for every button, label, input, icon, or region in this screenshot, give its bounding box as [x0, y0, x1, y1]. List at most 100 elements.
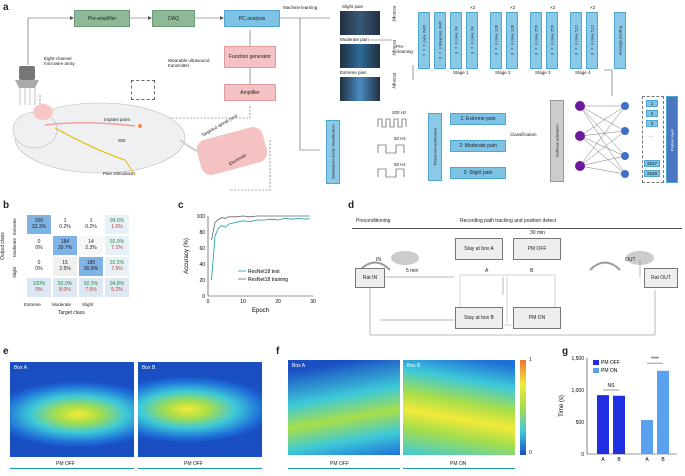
y-tick-label: 20	[199, 278, 205, 284]
transmitter-marker	[131, 80, 155, 100]
conv-layer: 3 × 3 conv, 128	[490, 12, 502, 69]
x-tick-label: 20	[275, 299, 281, 305]
conv-layer: 3 × 3 conv, 64	[450, 12, 462, 69]
legend-swatch	[593, 368, 599, 373]
heatmap-f-box-a: Box A	[288, 360, 400, 455]
cm-col-label: Moderate	[52, 302, 72, 307]
annotation-sig: ****	[651, 357, 659, 363]
function-generator-box: Function generator	[224, 46, 276, 68]
flatten-layer: Flatten layer	[666, 96, 678, 183]
heatmap-box-b-label: Box B	[142, 365, 156, 371]
cm-col-label: Slight	[82, 302, 94, 307]
panel-a-label: a	[3, 2, 9, 13]
cm-cell: 92.0%8.0%	[52, 277, 78, 298]
f-bracket-b	[403, 468, 515, 469]
bar	[657, 370, 669, 454]
protocol-illustration	[359, 251, 656, 336]
precond-label: Preconditioning	[356, 218, 391, 224]
implant-label: Implant point	[104, 117, 130, 122]
x-axis-label: Epoch	[252, 308, 269, 314]
heatmap-f-box-a-label: Box A	[292, 363, 306, 369]
pm-off-box: PM OFF	[513, 238, 561, 260]
y-tick-label: 500	[576, 420, 585, 426]
spectro-title-moderate: Moderate pain	[340, 37, 369, 42]
heatmap-box-b: Box B	[138, 362, 262, 457]
x-tick-label: A	[645, 457, 649, 463]
freq-label: 50 Hz	[394, 162, 406, 167]
bar	[597, 395, 609, 454]
conv-layer: 3 × 3 conv, 256	[530, 12, 542, 69]
daq-box: DAQ	[152, 10, 195, 27]
flatten-node: 1	[646, 100, 658, 107]
heatmap-box-a: Box A	[10, 362, 134, 457]
panel-d-label: d	[348, 200, 355, 211]
pain-stim-label: Pain stimulation	[103, 171, 135, 176]
y-tick-label: 1,000	[571, 388, 584, 394]
y-tick-label: 100	[197, 214, 206, 220]
entropy-label-1: Entropy	[392, 6, 397, 22]
sni-label: SNI	[118, 138, 126, 143]
legend-label: PM OFF	[601, 360, 620, 366]
flatten-node: 2047	[644, 160, 660, 167]
entropy-label-2: Entropy	[392, 40, 397, 56]
panel-g-label: g	[562, 346, 569, 357]
freq-label: 50 Hz	[394, 136, 406, 141]
stage-label: Stage 3	[535, 70, 551, 75]
colorbar-min: 0	[529, 450, 532, 456]
cm-ylabel: Output class	[0, 232, 6, 260]
cm-xlabel: Target class	[58, 310, 85, 316]
pulse-waveforms	[377, 118, 407, 178]
conv-layer: 3 × 3 conv, 512	[570, 12, 582, 69]
y-tick-label: 0	[202, 294, 205, 300]
cm-row-label: Extreme	[12, 218, 17, 235]
amplifier-box: Amplifier	[224, 84, 276, 101]
y-tick-label: 60	[199, 246, 205, 252]
timeline	[352, 228, 682, 247]
flatten-ellipsis: ...	[649, 133, 653, 138]
cm-col-label: Extreme	[24, 302, 41, 307]
panel-e-label: e	[3, 346, 9, 357]
classification-label: Classification	[510, 132, 537, 137]
neural-net-graph	[575, 101, 629, 178]
f-label-b: PM ON	[450, 461, 467, 467]
preclean-label: Pre-cleaning	[396, 44, 413, 54]
e-label-a: PM OFF	[56, 461, 75, 467]
legend-label: PM ON	[601, 368, 618, 374]
y-tick-label: 40	[199, 262, 205, 268]
heatmap-f-box-b-label: Box B	[407, 363, 421, 369]
x2-label: ×2	[510, 5, 516, 10]
x-tick-label: 10	[240, 299, 246, 305]
y-tick-label: 0	[581, 452, 584, 458]
freq-label: 200 Hz	[392, 110, 407, 115]
x-tick-label: A	[601, 457, 605, 463]
colorbar	[520, 360, 526, 455]
spectrogram-moderate	[340, 44, 380, 68]
cm-cell: 92.5%7.5%	[78, 277, 104, 298]
flatten-node: 3	[646, 120, 658, 127]
e-bracket-a	[10, 468, 134, 469]
pc-analysis-box: PC analysis	[224, 10, 280, 27]
conv-layer: 3 × 3 conv, 512	[586, 12, 598, 69]
stage-label: Stage 4	[575, 70, 591, 75]
cm-cell: 94.8%5.2%	[104, 277, 130, 298]
spectrogram-slight	[340, 11, 380, 35]
panel-f-label: f	[276, 346, 280, 357]
heatmap-f-box-b: Box B	[403, 360, 515, 455]
x-tick-label: B	[617, 457, 621, 463]
bar	[641, 420, 653, 454]
conv7-layer: 7 × 7 conv, 64/2	[418, 12, 430, 69]
t5-label: 5 min	[406, 268, 419, 274]
ml-label: Machine learning	[283, 5, 318, 10]
cm-row-label: Slight	[12, 266, 17, 278]
annotation-ns: NS	[608, 383, 616, 389]
y-axis-label: Time (s)	[559, 395, 565, 417]
stage-label: Stage 2	[495, 70, 511, 75]
x2-label: ×2	[550, 5, 556, 10]
heatmap-box-a-label: Box A	[14, 365, 28, 371]
